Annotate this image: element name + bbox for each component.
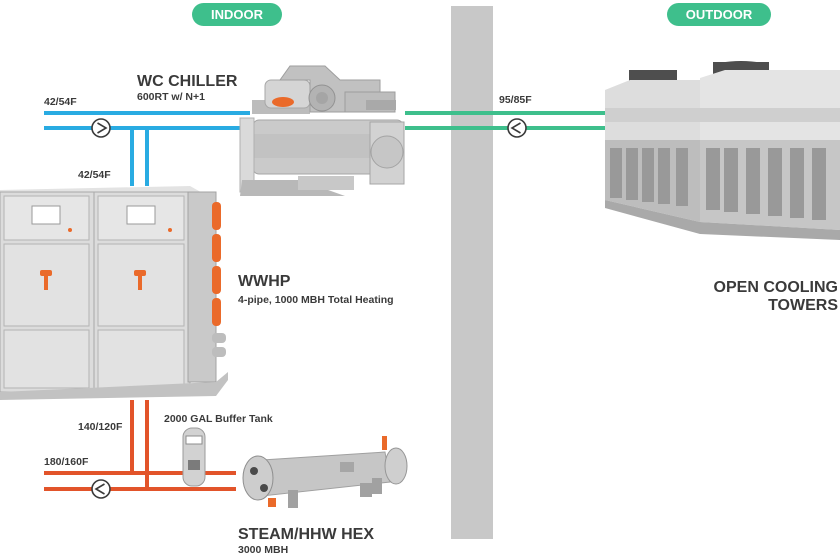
cooling-towers-title-line2: TOWERS — [768, 297, 838, 314]
chiller-title: WC CHILLER — [137, 73, 238, 90]
open-cooling-towers — [605, 61, 840, 240]
hhw-branch-temp: 140/120F — [78, 421, 123, 433]
cooling-towers-title-line1: OPEN COOLING — [714, 279, 838, 296]
wwhp-orange-connections — [212, 202, 221, 326]
condenser-water-temp: 95/85F — [499, 94, 532, 106]
water-to-water-heat-pump — [0, 186, 228, 400]
buffer-tank-label: 2000 GAL Buffer Tank — [164, 413, 273, 425]
indoor-zone-pill: INDOOR — [192, 3, 282, 26]
hhw-supply-temp: 180/160F — [44, 456, 89, 468]
cw-pump-icon — [507, 118, 527, 138]
wwhp-title: WWHP — [238, 273, 291, 290]
indoor-outdoor-wall — [451, 6, 493, 539]
chw-branch-temp: 42/54F — [78, 169, 111, 181]
chw-pump-icon — [91, 118, 111, 138]
wwhp-subtitle: 4-pipe, 1000 MBH Total Heating — [238, 294, 394, 306]
chiller-subtitle: 600RT w/ N+1 — [137, 91, 205, 103]
condenser-water-pipes — [405, 111, 605, 130]
hhw-pump-icon — [91, 479, 111, 499]
wwhp-gray-connections — [212, 333, 226, 357]
chilled-water-pipes — [44, 111, 250, 186]
disconnect-handle-icon — [40, 228, 172, 290]
buffer-tank — [182, 427, 206, 487]
indoor-zone-label: INDOOR — [211, 7, 264, 22]
outdoor-zone-pill: OUTDOOR — [667, 3, 771, 26]
hex-subtitle: 3000 MBH — [238, 544, 288, 556]
outdoor-zone-label: OUTDOOR — [686, 7, 753, 22]
chw-supply-temp: 42/54F — [44, 96, 77, 108]
water-cooled-chiller — [239, 65, 405, 196]
steam-hhw-heat-exchanger — [242, 436, 408, 508]
hex-title: STEAM/HHW HEX — [238, 526, 374, 543]
